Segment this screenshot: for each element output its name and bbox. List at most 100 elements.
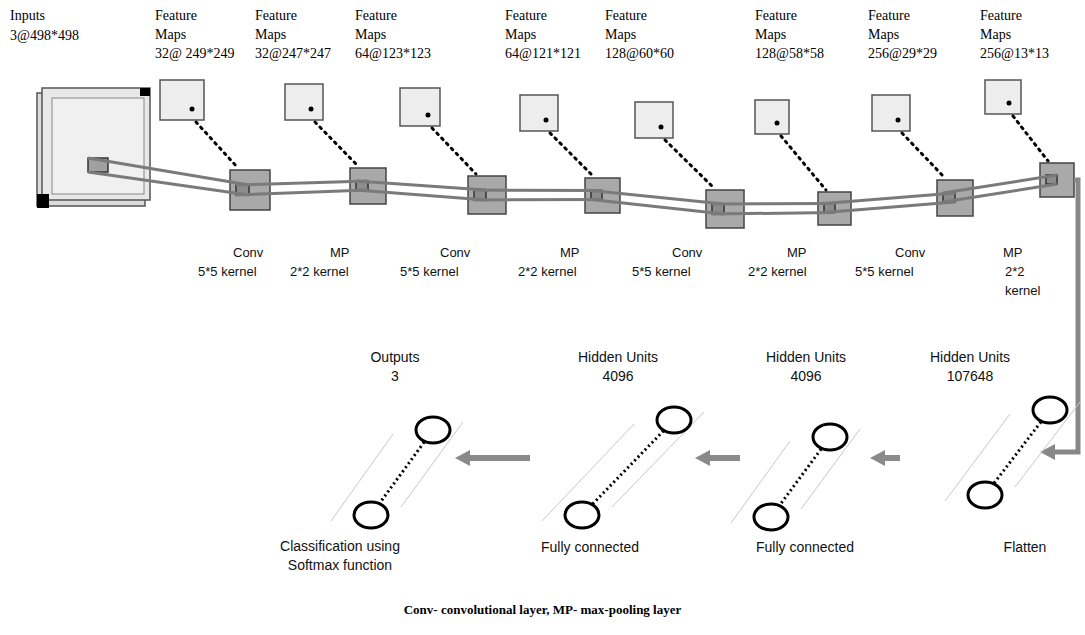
map-dot bbox=[309, 107, 314, 112]
neuron-dots bbox=[582, 420, 674, 515]
receptive-line bbox=[943, 184, 1057, 202]
operation-label: 2*2 kernel bbox=[1005, 262, 1045, 300]
receptive-line bbox=[474, 189, 602, 193]
layer-heading: Hidden Units 4096 bbox=[568, 348, 668, 386]
layer-size-label: 256@29*29 bbox=[868, 44, 963, 63]
layer-size-label: 256@13*13 bbox=[980, 44, 1075, 63]
stack-dots bbox=[1013, 116, 1048, 161]
map-dot bbox=[190, 107, 195, 112]
neuron bbox=[1033, 397, 1067, 423]
layer-size-label: Feature Maps bbox=[868, 6, 920, 44]
layer-arrow bbox=[455, 450, 530, 466]
layer-column: Hidden Units 4096Fully connected bbox=[740, 345, 870, 580]
receptive-line bbox=[236, 190, 368, 195]
layer-size-label: 32@247*247 bbox=[255, 44, 350, 63]
map-dot bbox=[1007, 101, 1012, 106]
map-dot bbox=[896, 118, 901, 123]
layer-size-label: Feature Maps bbox=[255, 6, 307, 44]
arrow-head bbox=[455, 450, 470, 466]
layer-size-label: Feature Maps bbox=[355, 6, 407, 44]
stack-dots bbox=[196, 122, 238, 168]
feature-map bbox=[706, 190, 744, 228]
operation-label: Conv bbox=[895, 243, 955, 262]
figure-caption: Conv- convolutional layer, MP- max-pooli… bbox=[0, 602, 1085, 618]
layer-size-label: 128@60*60 bbox=[605, 44, 700, 63]
image-corner bbox=[140, 88, 150, 96]
operation-label: MP bbox=[560, 243, 620, 262]
receptive-line bbox=[824, 193, 955, 204]
feature-map bbox=[350, 168, 386, 204]
layer-column: Outputs 3 Classification using Softmax fu… bbox=[250, 345, 455, 580]
stack-dots bbox=[315, 122, 358, 166]
feature-map-sheet bbox=[985, 80, 1021, 114]
neuron-dots bbox=[371, 430, 433, 515]
receptive-line bbox=[712, 213, 835, 215]
layer-heading: Outputs 3 bbox=[367, 348, 423, 386]
arrow-shaft bbox=[884, 455, 900, 461]
receptive-line bbox=[88, 158, 249, 185]
layer-heading: Hidden Units 4096 bbox=[756, 348, 856, 386]
receptive-line bbox=[356, 181, 486, 190]
neuron bbox=[565, 502, 599, 528]
operation-label: Conv bbox=[672, 243, 732, 262]
stack-dots bbox=[665, 140, 714, 188]
arrow-head bbox=[695, 450, 710, 466]
layer-size-label: Feature Maps bbox=[505, 6, 557, 44]
feature-map-sheet bbox=[755, 100, 789, 134]
map-dot bbox=[659, 125, 664, 130]
feature-map bbox=[585, 178, 620, 213]
neuron bbox=[813, 424, 847, 450]
layer-size-label: 64@121*121 bbox=[505, 44, 600, 63]
map-dot bbox=[426, 113, 431, 118]
feature-map-sheet bbox=[400, 88, 440, 126]
operation-label: 5*5 kernel bbox=[855, 262, 945, 281]
input-image-back bbox=[37, 93, 145, 206]
arrow-shaft bbox=[469, 455, 530, 461]
operation-label: 5*5 kernel bbox=[632, 262, 722, 281]
stack-dots bbox=[432, 128, 476, 174]
layer-caption: Fully connected bbox=[520, 538, 660, 557]
feature-map bbox=[230, 170, 270, 210]
layer-size-label: 64@123*123 bbox=[355, 44, 450, 63]
operation-label: 2*2 kernel bbox=[290, 262, 380, 281]
feature-map-sheet bbox=[872, 95, 910, 131]
layer-size-label: 32@ 249*249 bbox=[155, 44, 250, 63]
layer-arrow bbox=[870, 450, 900, 466]
layer-caption: Classification using Softmax function bbox=[255, 537, 425, 575]
map-dot bbox=[544, 118, 549, 123]
feature-map-sheet bbox=[285, 84, 323, 120]
operation-label: Conv bbox=[440, 243, 500, 262]
layer-size-label: Feature Maps bbox=[155, 6, 207, 44]
feature-map bbox=[468, 176, 506, 214]
layer-heading: Hidden Units 107648 bbox=[918, 348, 1023, 386]
feature-map-sheet bbox=[160, 80, 204, 120]
operation-label: 5*5 kernel bbox=[198, 262, 288, 281]
input-image-inner bbox=[52, 98, 144, 194]
neuron bbox=[657, 407, 691, 433]
feature-map bbox=[1040, 163, 1074, 197]
operation-label: 5*5 kernel bbox=[400, 262, 490, 281]
layer-caption: Flatten bbox=[995, 538, 1055, 557]
image-corner bbox=[37, 194, 49, 208]
operation-label: 2*2 kernel bbox=[518, 262, 608, 281]
operation-label: MP bbox=[1003, 243, 1063, 262]
layer-size-label: Feature Maps bbox=[980, 6, 1032, 44]
neuron bbox=[968, 482, 1002, 508]
arrow-shaft bbox=[709, 455, 740, 461]
neuron bbox=[754, 504, 788, 530]
operation-label: 2*2 kernel bbox=[748, 262, 838, 281]
receptive-line bbox=[474, 198, 602, 202]
input-image bbox=[42, 88, 150, 200]
stack-dots bbox=[550, 133, 593, 176]
layer-size-label: 128@58*58 bbox=[755, 44, 850, 63]
layer-size-label: Feature Maps bbox=[755, 6, 807, 44]
neuron bbox=[354, 502, 388, 528]
layer-size-label: Inputs bbox=[10, 6, 100, 25]
receptive-line bbox=[236, 181, 368, 185]
neuron bbox=[416, 417, 450, 443]
receptive-line bbox=[712, 202, 835, 206]
operation-label: Conv bbox=[233, 243, 293, 262]
receptive-line bbox=[824, 202, 955, 213]
layer-column: Hidden Units 4096Fully connected bbox=[530, 345, 695, 580]
layer-size-label: Feature Maps bbox=[605, 6, 657, 44]
